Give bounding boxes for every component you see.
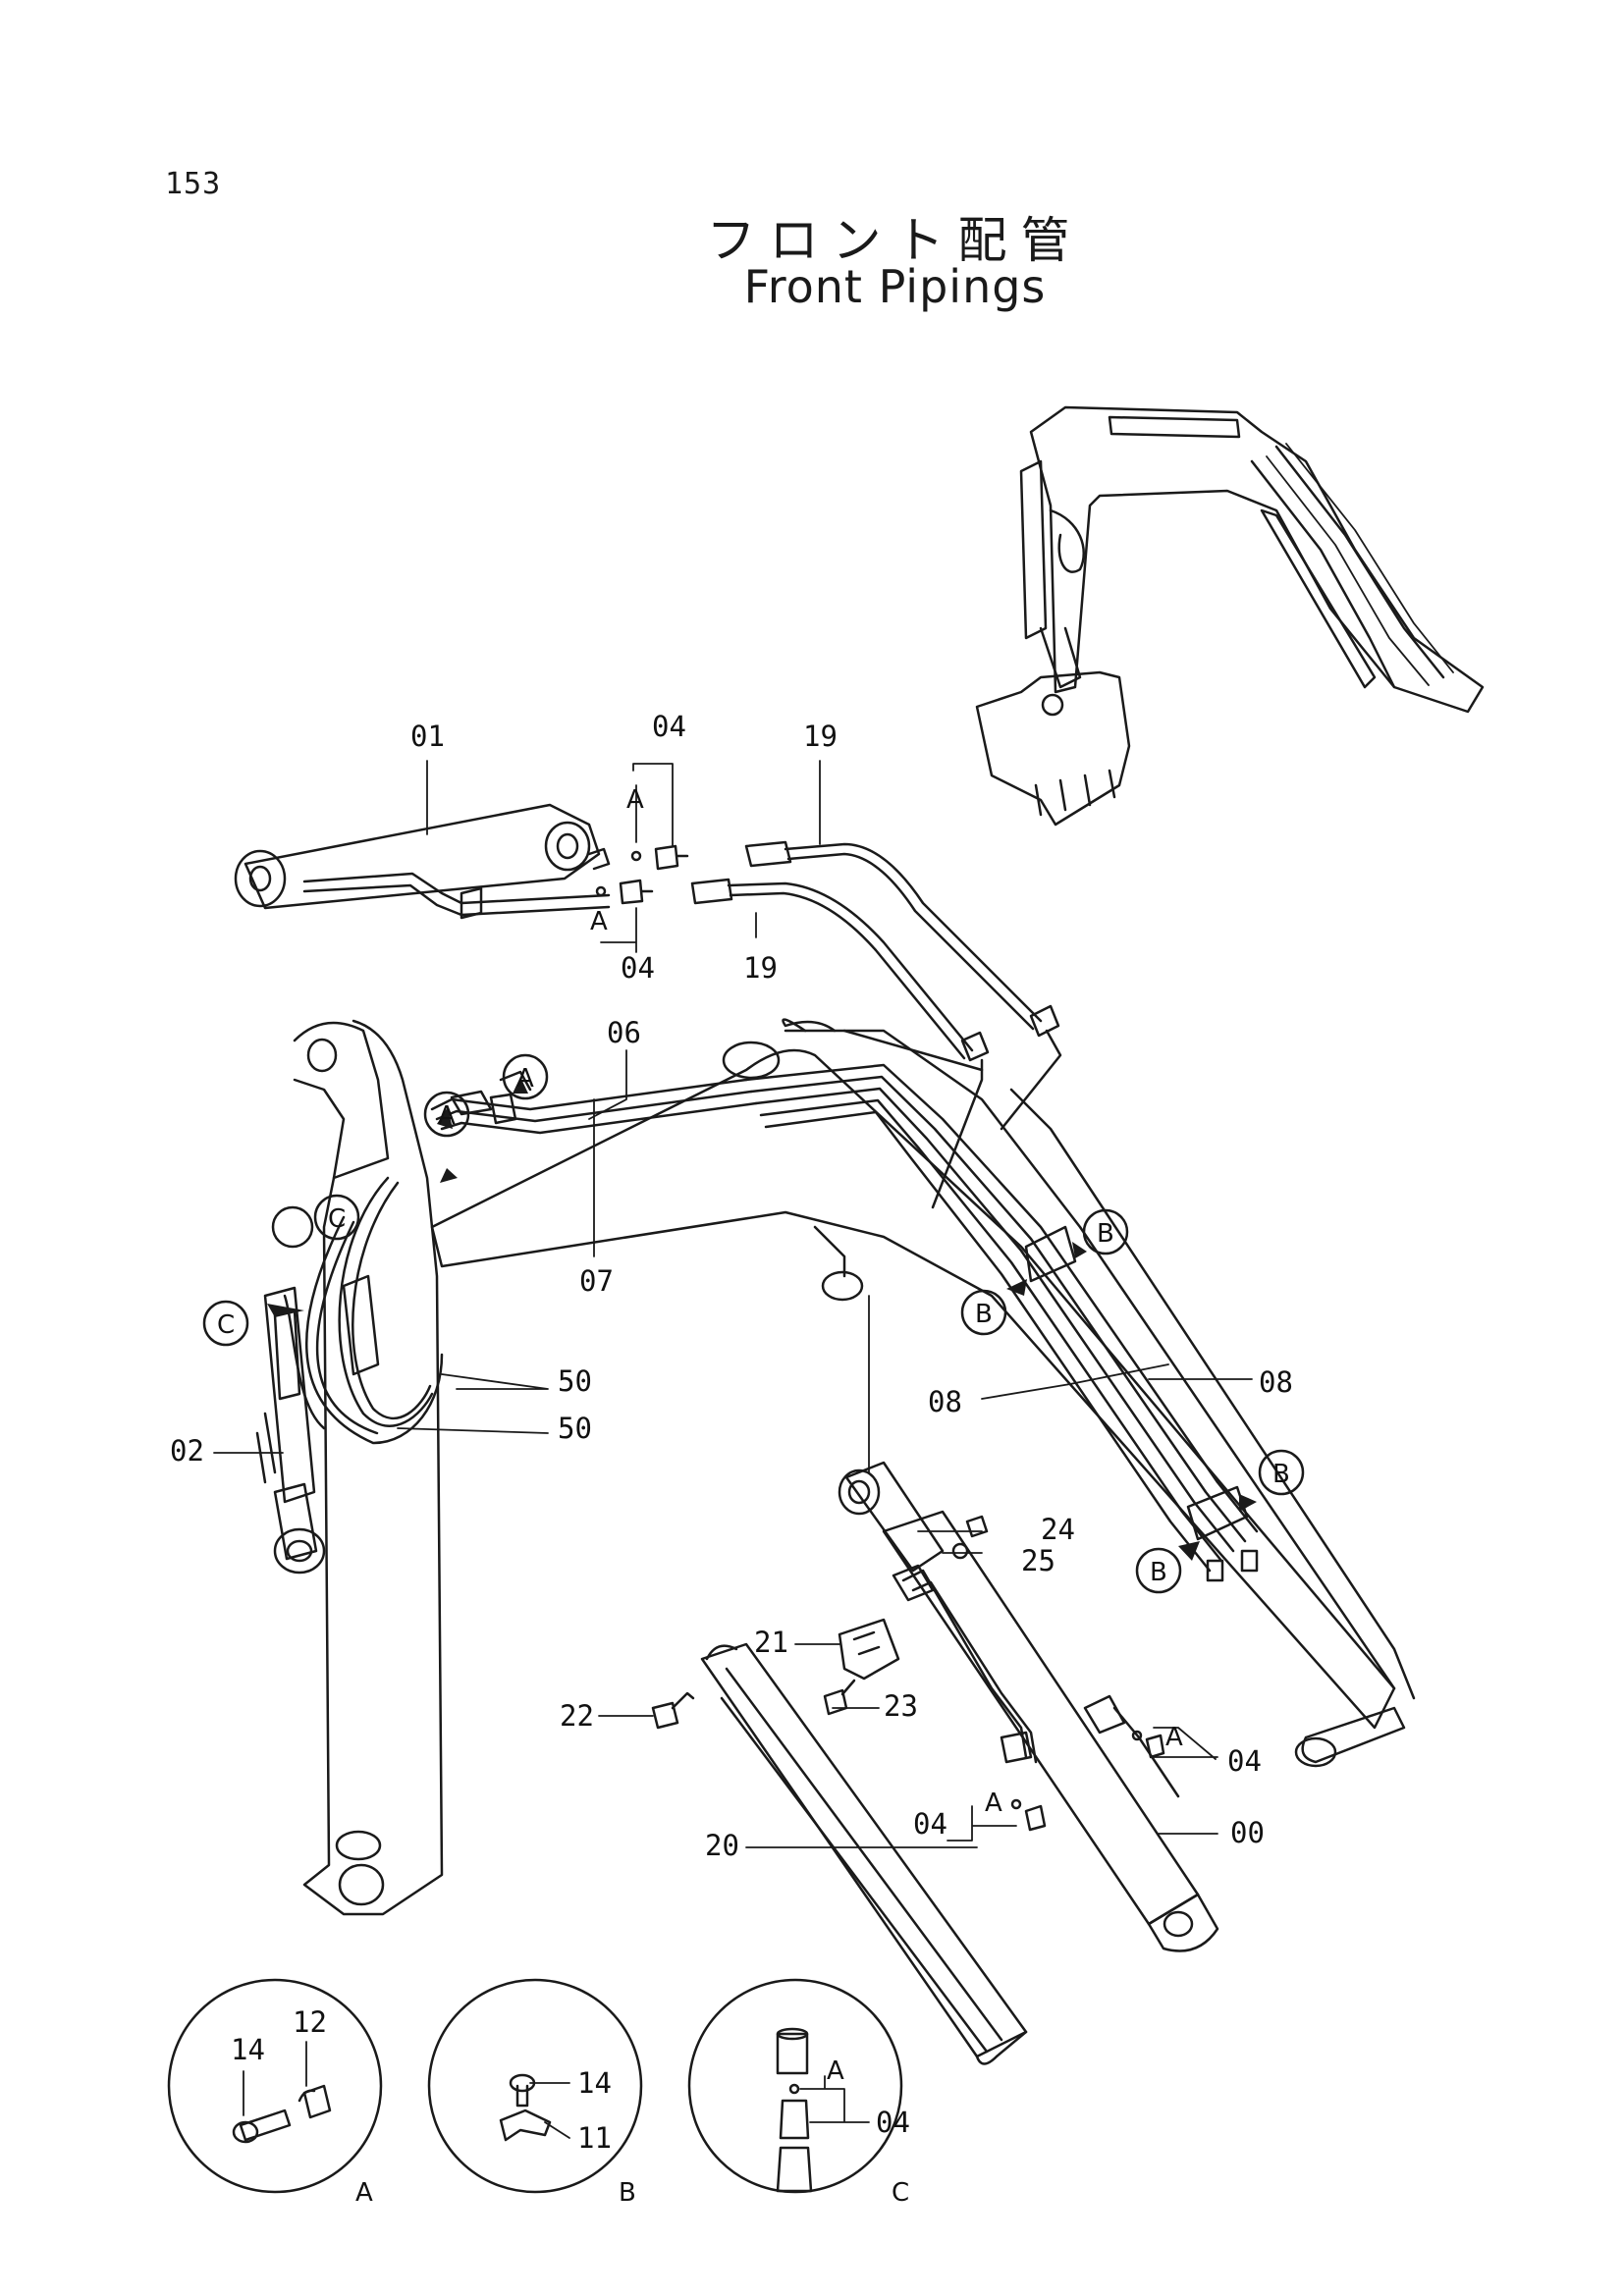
label-23: 23 bbox=[884, 1689, 918, 1723]
label-04-boom-left: 04 bbox=[913, 1807, 947, 1841]
boom-pipes-08 bbox=[744, 1063, 1259, 1582]
hoses-19 bbox=[690, 840, 1062, 1209]
detail-B-caption: B bbox=[619, 2178, 636, 2208]
label-04-top: 04 bbox=[652, 710, 686, 743]
label-21: 21 bbox=[754, 1626, 788, 1659]
detail-C-label-A: A bbox=[827, 2056, 844, 2086]
detail-leader-lines bbox=[243, 2041, 870, 2139]
label-20: 20 bbox=[705, 1829, 739, 1862]
label-00: 00 bbox=[1230, 1816, 1265, 1849]
reference-letter-labels: A A A A A A B B B B C C bbox=[217, 785, 1290, 1818]
label-04-boom-right: 04 bbox=[1227, 1744, 1262, 1778]
excavator-overview-illustration bbox=[975, 405, 1485, 827]
fitting-04-upper-group bbox=[595, 844, 689, 905]
detail-C-label-04: 04 bbox=[876, 2106, 910, 2139]
label-02: 02 bbox=[170, 1434, 204, 1468]
label-08-left: 08 bbox=[928, 1385, 962, 1418]
leader-lines bbox=[213, 760, 1253, 1848]
reference-circles bbox=[202, 1053, 1305, 1594]
bucket-cylinder-02 bbox=[255, 1286, 326, 1575]
label-50-upper: 50 bbox=[558, 1364, 592, 1398]
bolt-22 bbox=[651, 1691, 695, 1730]
detail-view-A bbox=[167, 1978, 383, 2194]
cylinder-guard-20 bbox=[700, 1642, 1028, 2065]
label-22: 22 bbox=[560, 1699, 594, 1733]
ref-B-circle-4: B bbox=[1150, 1558, 1167, 1587]
detail-B-label-14: 14 bbox=[577, 2066, 612, 2100]
ref-B-circle-3: B bbox=[1272, 1460, 1290, 1489]
detail-view-C bbox=[687, 1978, 903, 2194]
arm-cylinder-01 bbox=[234, 803, 611, 920]
detail-A-label-12: 12 bbox=[293, 2005, 327, 2039]
marker-arrows bbox=[267, 1077, 1257, 1561]
ref-A-boom-right: A bbox=[1165, 1723, 1183, 1752]
label-24: 24 bbox=[1041, 1513, 1075, 1546]
detail-C-caption: C bbox=[892, 2178, 909, 2208]
label-04-mid: 04 bbox=[621, 951, 655, 985]
arm-structure bbox=[271, 1019, 444, 1916]
ref-A-circle-1: A bbox=[516, 1064, 534, 1094]
label-19-lower: 19 bbox=[743, 951, 778, 985]
detail-A-label-14: 14 bbox=[231, 2033, 265, 2066]
ref-B-circle-1: B bbox=[1097, 1219, 1114, 1249]
label-06: 06 bbox=[607, 1016, 641, 1049]
label-25: 25 bbox=[1021, 1544, 1055, 1577]
fitting-04-lower-group bbox=[1010, 1730, 1165, 1832]
bracket-21 bbox=[838, 1618, 900, 1681]
page-number: 153 bbox=[165, 167, 222, 201]
title-japanese: フロント配管 bbox=[706, 212, 1084, 269]
detail-view-labels: 14 12 A 14 11 B A 04 C bbox=[231, 2005, 910, 2208]
label-01: 01 bbox=[410, 720, 445, 753]
boom-structure bbox=[430, 1018, 1416, 1768]
label-19-upper: 19 bbox=[803, 720, 838, 753]
ref-C-circle-1: C bbox=[328, 1204, 346, 1234]
label-50-lower: 50 bbox=[558, 1412, 592, 1445]
ref-A-mid: A bbox=[590, 907, 608, 936]
detail-B-label-11: 11 bbox=[577, 2121, 612, 2155]
label-08-right: 08 bbox=[1259, 1365, 1293, 1399]
boom-cylinder-00 bbox=[838, 1461, 1219, 1952]
label-07: 07 bbox=[579, 1264, 614, 1298]
part-number-labels: 01 04 04 19 19 06 07 08 08 50 50 02 24 2… bbox=[170, 710, 1293, 1862]
ref-A-boom-left: A bbox=[985, 1789, 1002, 1818]
nut-24 bbox=[965, 1515, 989, 1538]
ref-A-top: A bbox=[626, 785, 644, 815]
title-english: Front Pipings bbox=[743, 260, 1047, 313]
ref-A-circle-2: A bbox=[438, 1101, 456, 1131]
detail-A-caption: A bbox=[355, 2178, 373, 2208]
ref-C-circle-2: C bbox=[217, 1310, 235, 1340]
washer-25 bbox=[951, 1542, 969, 1560]
ref-B-circle-2: B bbox=[975, 1300, 993, 1329]
